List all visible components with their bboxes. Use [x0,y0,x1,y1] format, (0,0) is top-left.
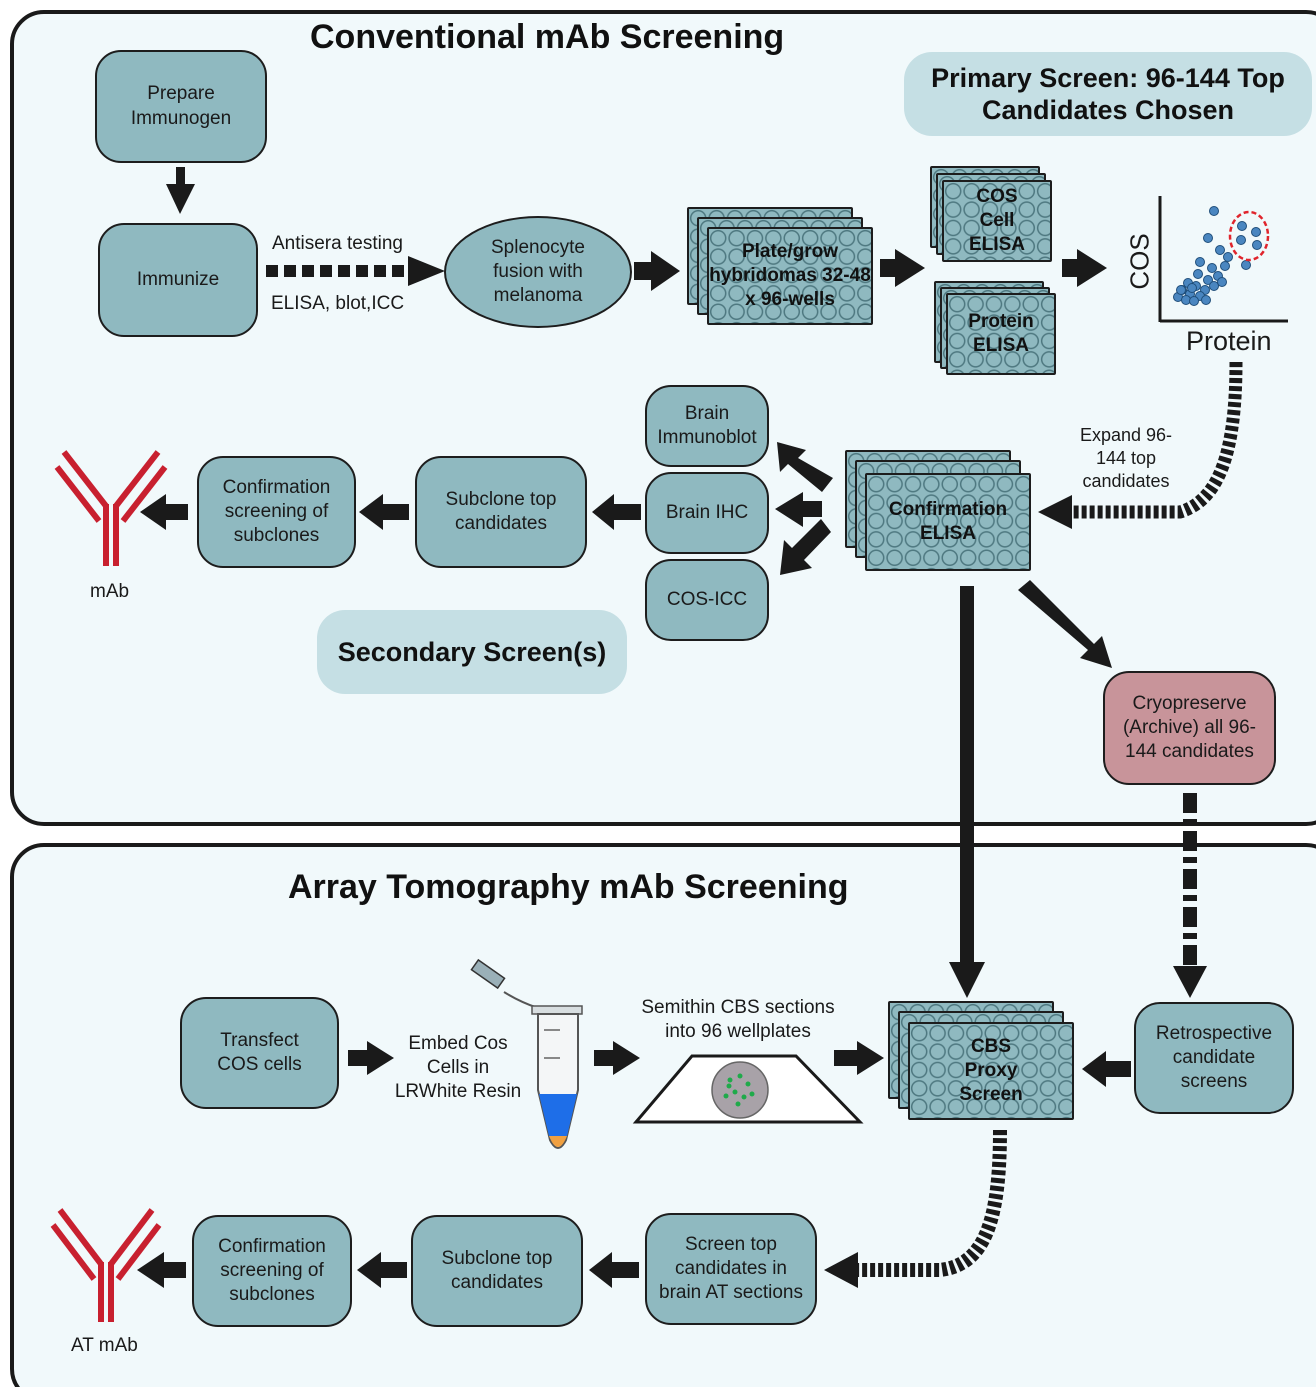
at-confirmation-subclones-node: Confirmation screening of subclones [192,1215,352,1327]
hybridoma-plate-front [707,227,873,325]
antibody-icon [54,450,168,566]
subclone-top-node: Subclone top candidates [415,456,587,568]
confirm-plate-front [865,473,1031,571]
retrospective-screens-node: Retrospective candidate screens [1134,1002,1294,1114]
splenocyte-fusion-node: Splenocyte fusion with melanoma [444,216,632,328]
expand-label: Expand 96-144 top candidates [1079,425,1173,491]
array-tomography-title: Array Tomography mAb Screening [288,868,849,906]
mab-label: mAb [90,581,130,602]
screen-brain-at-node: Screen top candidates in brain AT sectio… [645,1213,817,1325]
antisera-methods-label: ELISA, blot,ICC [271,293,405,314]
antisera-testing-label: Antisera testing [272,233,403,254]
brain-immunoblot-node: Brain Immunoblot [645,385,769,467]
cos-cell-elisa-label: COS Cell ELISA [969,185,1025,256]
scatter-x-label: Protein [1186,326,1272,356]
transfect-cos-node: Transfect COS cells [180,997,339,1109]
protein-elisa-label: Protein ELISA [968,310,1034,356]
tube-icon [470,958,583,1149]
confirmation-elisa-label: Confirmation ELISA [888,498,1008,544]
cryopreserve-node: Cryopreserve (Archive) all 96-144 candid… [1103,671,1276,785]
section-slide-icon [632,1054,864,1124]
at-subclone-top-node: Subclone top candidates [411,1215,583,1327]
scatter-y-label: COS [1124,233,1155,290]
cbs-plate-front [908,1022,1074,1120]
scatter-plot-icon [1158,196,1288,323]
semithin-label: Semithin CBS sections into 96 wellplates [641,997,835,1043]
brain-ihc-node: Brain IHC [645,472,769,554]
primary-screen-callout: Primary Screen: 96-144 Top Candidates Ch… [904,52,1312,136]
secondary-screen-callout: Secondary Screen(s) [317,610,627,694]
conventional-title: Conventional mAb Screening [310,18,785,56]
cbs-proxy-screen-label: CBS Proxy Screen [959,1035,1023,1106]
cos-elisa-plate-front [942,180,1052,262]
embed-cos-label: Embed Cos Cells in LRWhite Resin [394,1033,522,1103]
prepare-immunogen-node: Prepare Immunogen [95,50,267,163]
plate-grow-label: Plate/grow hybridomas 32-48 x 96-wells [709,240,871,311]
confirmation-subclones-node: Confirmation screening of subclones [197,456,356,568]
antibody-icon [50,1208,162,1322]
immunize-node: Immunize [98,223,258,337]
cos-icc-node: COS-ICC [645,559,769,641]
protein-elisa-plate-front [946,293,1056,375]
at-mab-label: AT mAb [71,1335,138,1356]
